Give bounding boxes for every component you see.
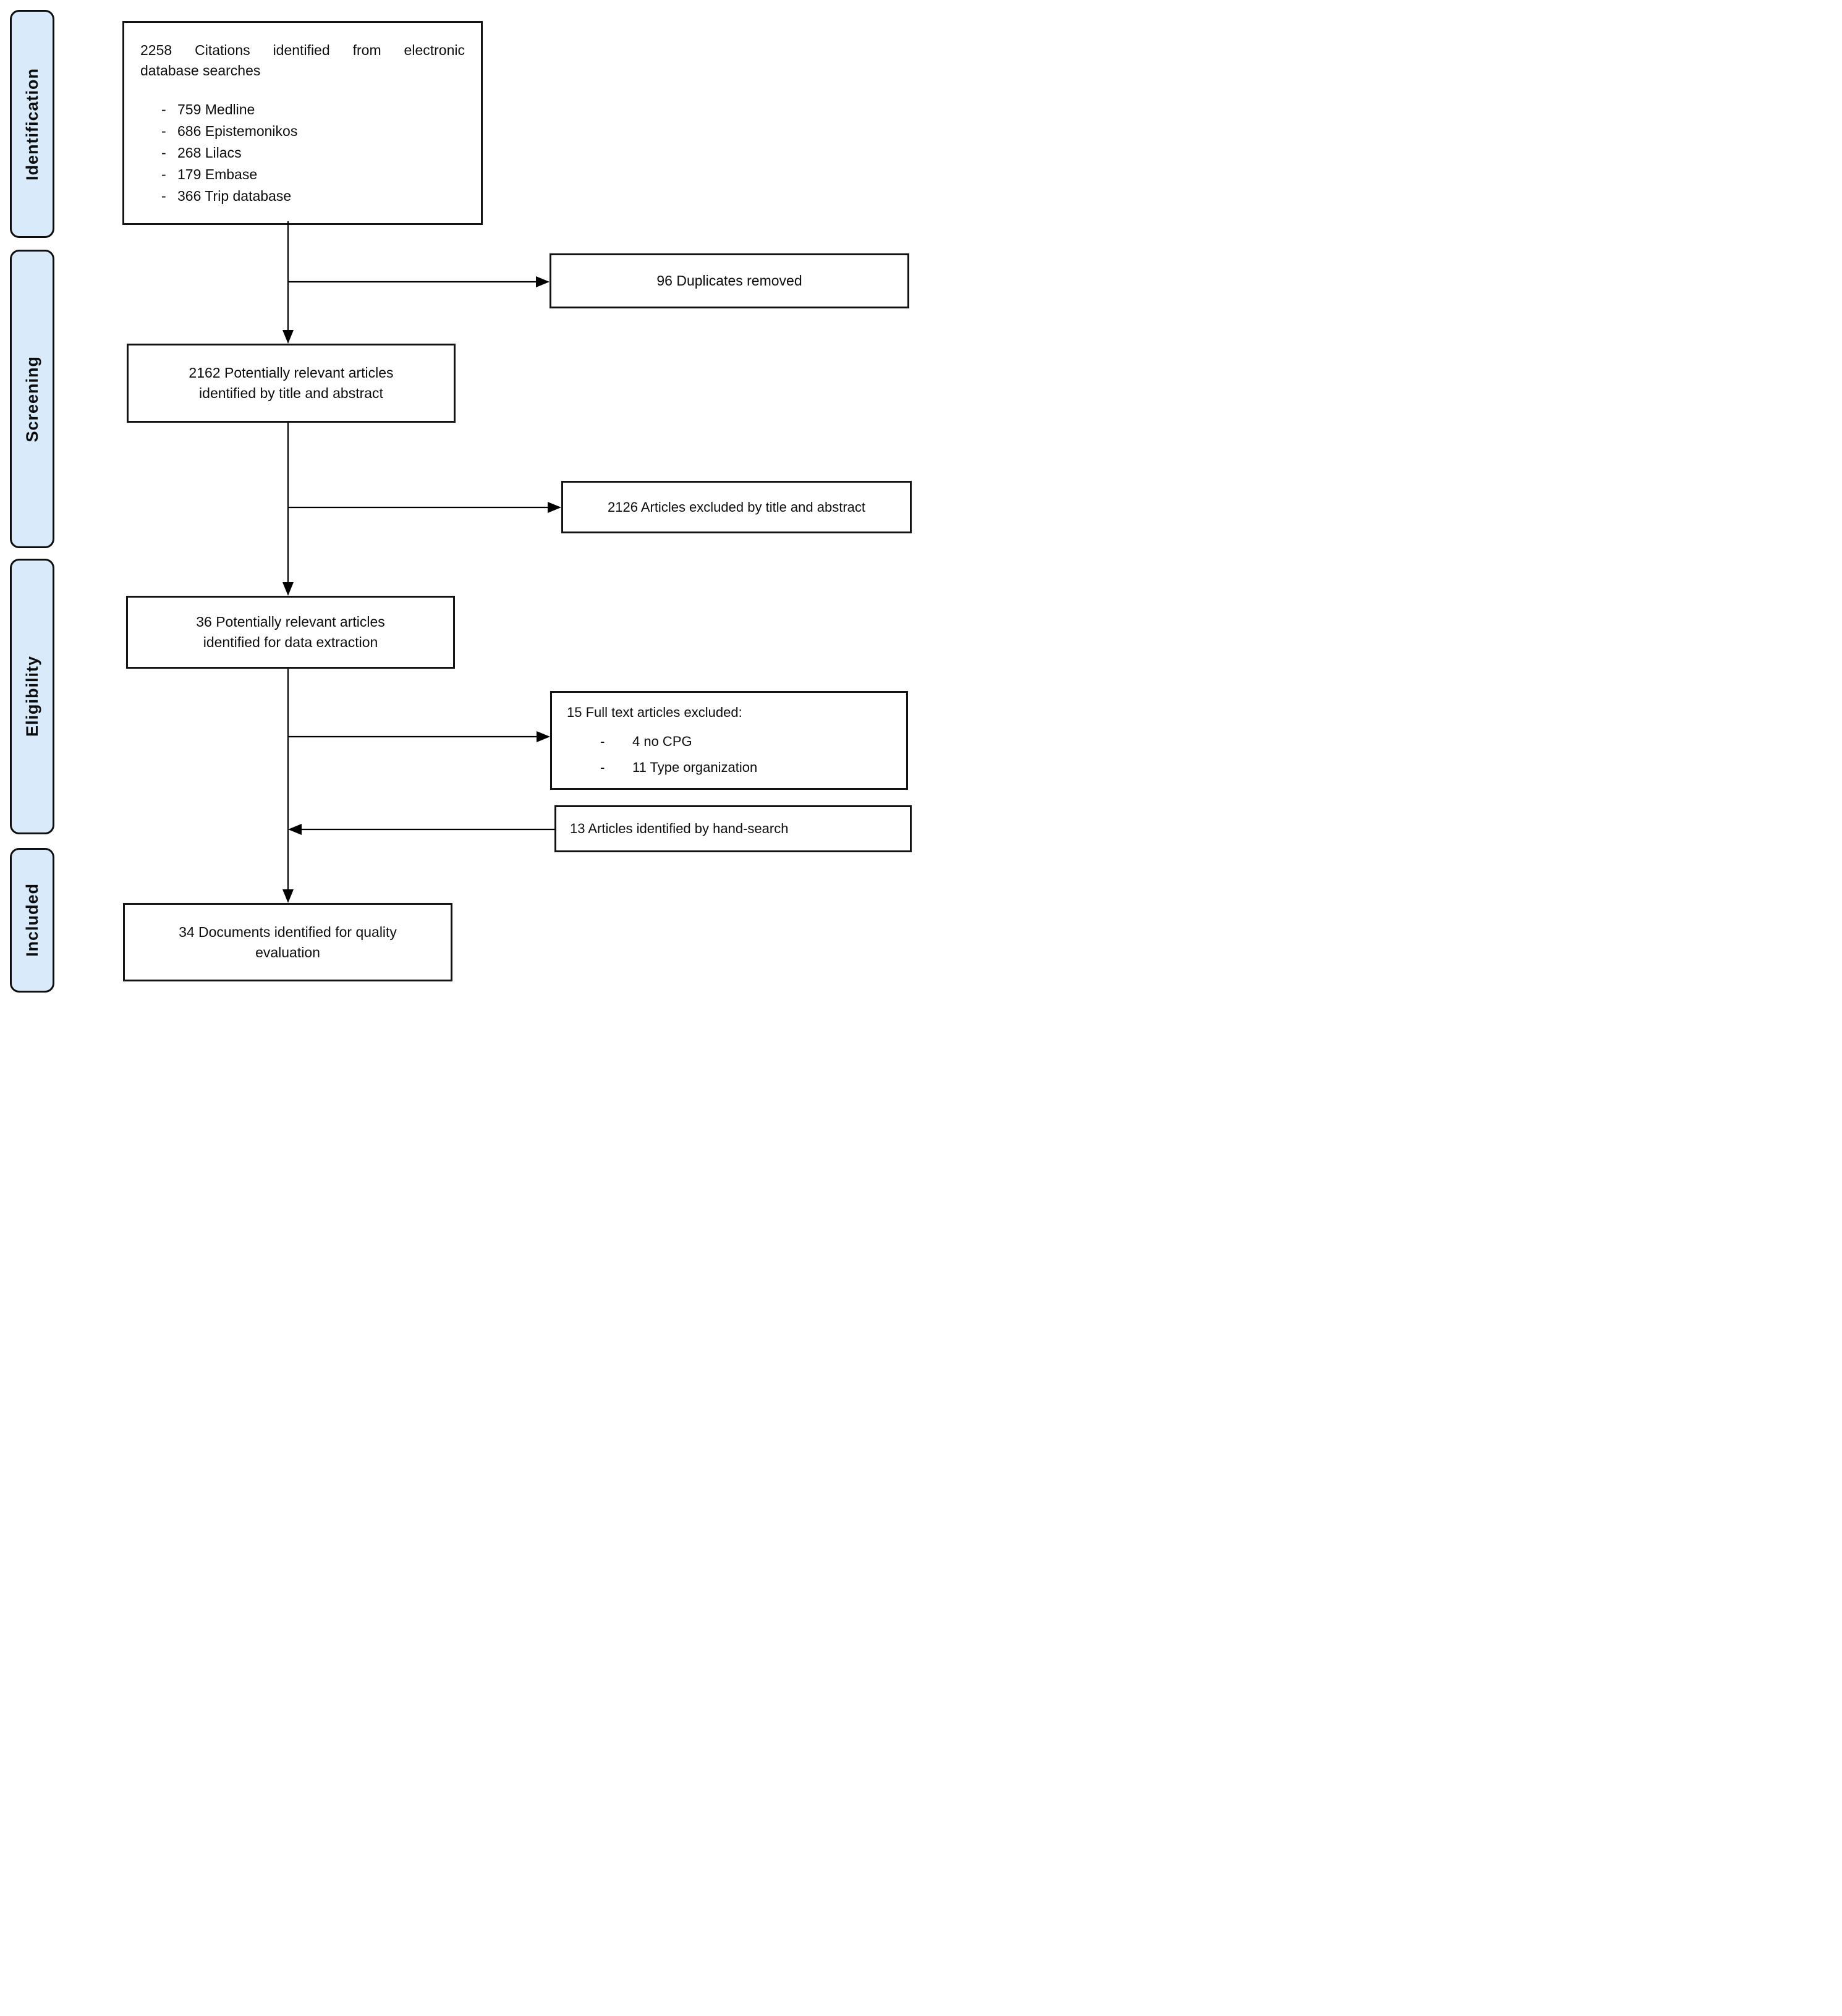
excluded-title-abstract-text: 2126 Articles excluded by title and abst… [607,499,866,515]
database-count-item: - 268 Lilacs [161,142,465,164]
box-citations-identified: 2258 Citations identified from electroni… [122,21,483,225]
exclusion-reason-item: - 11 Type organization [600,756,900,777]
database-count-list: - 759 Medline - 686 Epistemonikos - 268 … [140,99,465,207]
arrowhead-right-icon [536,276,550,287]
stage-label-included: Included [22,883,41,957]
exclusion-reason-item: - 4 no CPG [600,731,900,752]
box-duplicates-removed: 96 Duplicates removed [550,253,909,308]
sidebar-stage-identification: Identification [10,10,54,238]
fulltext-excluded-title: 15 Full text articles excluded: [567,705,742,720]
screened-line1: 2162 Potentially relevant articles [189,365,394,381]
stage-label-identification: Identification [22,67,41,180]
database-count-text: 179 Embase [177,166,258,183]
database-count-item: - 686 Epistemonikos [161,121,465,142]
exclusion-reason-text: 11 Type organization [632,759,758,775]
dash-bullet: - [161,145,166,161]
sidebar-stage-included: Included [10,848,54,993]
box-excluded-title-abstract: 2126 Articles excluded by title and abst… [561,481,912,533]
sidebar-stage-screening: Screening [10,250,54,548]
arrowhead-left-icon [288,824,302,835]
stage-label-screening: Screening [22,355,41,443]
quality-line2: evaluation [255,944,320,960]
branch-excluded-title-abstract-arrow [288,502,561,513]
prisma-flow-diagram: Identification Screening Eligibility Inc… [0,0,921,1008]
database-count-item: - 366 Trip database [161,185,465,207]
screened-line2: identified by title and abstract [199,385,383,401]
database-count-text: 759 Medline [177,101,255,118]
handsearch-merge-arrow [288,824,554,835]
quality-line1: 34 Documents identified for quality [179,923,397,940]
database-count-item: - 179 Embase [161,164,465,185]
box-data-extraction: 36 Potentially relevant articles identif… [126,596,455,669]
spine-screening-to-eligibility [282,423,294,596]
exclusion-reason-list: - 4 no CPG - 11 Type organization [567,731,900,777]
citations-title: 2258 Citations identified from electroni… [140,40,465,80]
sidebar-stage-eligibility: Eligibility [10,559,54,834]
box-fulltext-excluded: 15 Full text articles excluded: - 4 no C… [550,691,908,790]
data-extraction-line1: 36 Potentially relevant articles [196,614,385,630]
exclusion-reason-text: 4 no CPG [632,733,692,749]
branch-fulltext-excluded-arrow [288,731,550,742]
box-title-abstract-screened: 2162 Potentially relevant articles ident… [127,344,456,423]
branch-duplicates-arrow [288,276,550,287]
citations-title-line2: database searches [140,62,261,78]
spine-eligibility-to-included [282,669,294,903]
dash-bullet: - [600,733,605,749]
data-extraction-line2: identified for data extraction [203,634,378,650]
citations-title-line1: 2258 Citations identified from electroni… [140,42,465,58]
dash-bullet: - [161,101,166,118]
arrowhead-down-icon [282,330,294,344]
database-count-text: 686 Epistemonikos [177,123,298,140]
dash-bullet: - [161,123,166,140]
database-count-text: 366 Trip database [177,188,292,205]
box-quality-evaluation: 34 Documents identified for quality eval… [123,903,452,981]
arrowhead-right-icon [548,502,561,513]
handsearch-text: 13 Articles identified by hand-search [570,821,789,837]
duplicates-removed-text: 96 Duplicates removed [656,273,802,289]
spine-identification-to-screening [282,221,294,344]
database-count-text: 268 Lilacs [177,145,242,161]
box-handsearch: 13 Articles identified by hand-search [554,805,912,852]
stage-label-eligibility: Eligibility [22,656,41,737]
arrowhead-down-icon [282,582,294,596]
dash-bullet: - [600,759,605,775]
database-count-item: - 759 Medline [161,99,465,121]
arrowhead-down-icon [282,889,294,903]
arrowhead-right-icon [537,731,550,742]
dash-bullet: - [161,166,166,183]
dash-bullet: - [161,188,166,205]
